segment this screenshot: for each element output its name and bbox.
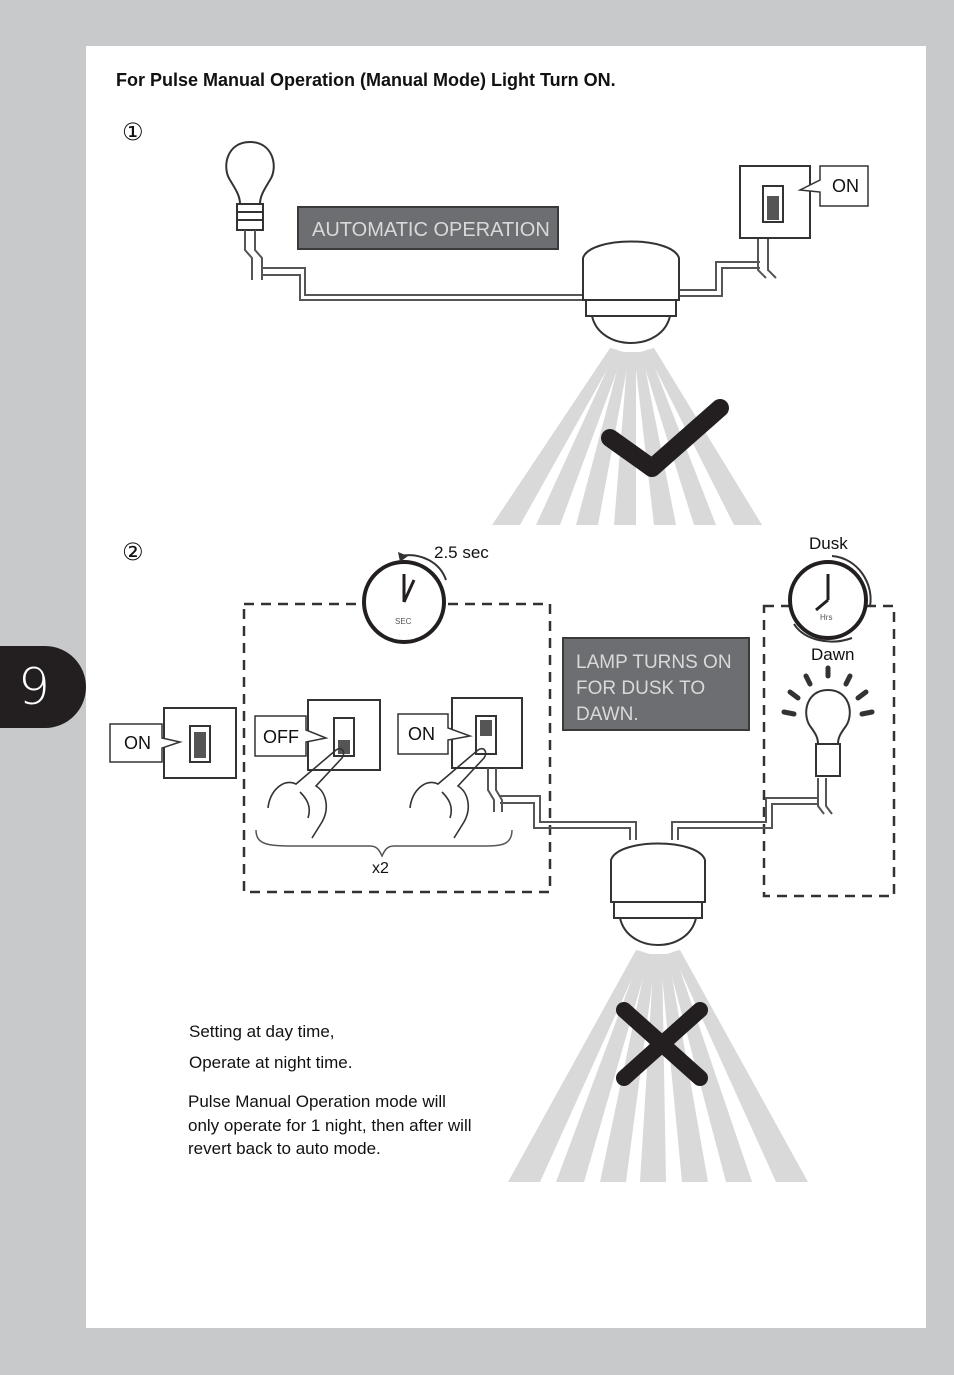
page-number: 9	[18, 658, 50, 716]
note-line-1: Setting at day time,	[189, 1022, 335, 1041]
checkmark-icon	[601, 399, 729, 477]
lamp-turns-on-label: LAMP TURNS ON FOR DUSK TO DAWN.	[562, 637, 750, 731]
wire-lines	[244, 230, 777, 301]
dawn-label: Dawn	[811, 645, 854, 664]
svg-text:FOR DUSK TO: FOR DUSK TO	[576, 678, 705, 699]
svg-text:ON: ON	[408, 724, 435, 744]
step2-marker: ②	[122, 539, 144, 566]
page-number-tab	[0, 646, 86, 728]
on-callout: ON	[797, 165, 869, 207]
motion-sensor-icon-step2	[610, 842, 706, 946]
off-callout: OFF	[254, 715, 329, 757]
page-title: For Pulse Manual Operation (Manual Mode)…	[116, 70, 616, 90]
cross-icon	[616, 1002, 708, 1086]
detection-beams	[492, 348, 762, 525]
bulb-icon	[225, 140, 275, 231]
svg-text:Hrs: Hrs	[820, 613, 832, 622]
repeat-label: x2	[372, 860, 389, 877]
step1-marker: ①	[122, 119, 144, 146]
dusk-dawn-box	[762, 604, 896, 898]
wire-lines-step2	[487, 768, 833, 840]
svg-text:AUTOMATIC OPERATION: AUTOMATIC OPERATION	[312, 219, 550, 241]
note-paragraph-line-2: only operate for 1 night, then after wil…	[188, 1116, 472, 1135]
manual-page	[86, 46, 926, 1328]
repeat-brace	[255, 829, 513, 858]
svg-text:ON: ON	[124, 733, 151, 753]
dusk-label: Dusk	[809, 534, 848, 553]
timer-label: 2.5 sec	[434, 543, 489, 562]
svg-text:OFF: OFF	[263, 727, 299, 747]
motion-sensor-icon	[582, 240, 680, 344]
dusk-dawn-clock-icon: Hrs	[788, 555, 872, 643]
svg-text:ON: ON	[832, 176, 859, 196]
glowing-bulb-icon	[781, 665, 875, 777]
timer-clock-icon: SEC	[362, 552, 447, 644]
svg-text:SEC: SEC	[395, 617, 412, 626]
wall-switch-icon	[739, 165, 811, 239]
note-paragraph-line-3: revert back to auto mode.	[188, 1139, 381, 1158]
main-switch-on-callout: ON	[109, 723, 183, 763]
hand-press-icon	[267, 747, 487, 839]
note-paragraph-line-1: Pulse Manual Operation mode will	[188, 1092, 446, 1111]
svg-text:LAMP TURNS ON: LAMP TURNS ON	[576, 652, 732, 673]
on-callout-pulse: ON	[397, 713, 473, 755]
automatic-operation-label: AUTOMATIC OPERATION	[297, 206, 559, 250]
note-line-2: Operate at night time.	[189, 1053, 353, 1072]
svg-text:DAWN.: DAWN.	[576, 704, 639, 725]
detection-beams-step2	[508, 950, 808, 1182]
